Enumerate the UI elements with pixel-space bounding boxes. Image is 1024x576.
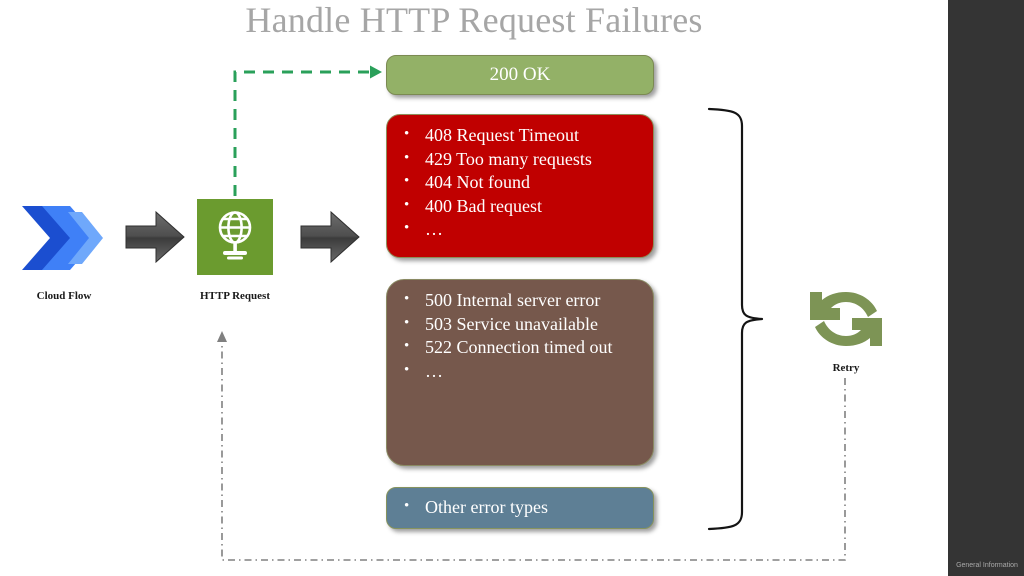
- other-errors-list: Other error types: [387, 488, 653, 520]
- side-panel-label: General Information: [956, 562, 1018, 569]
- list-item: Other error types: [404, 495, 643, 520]
- list-item: 429 Too many requests: [404, 147, 643, 172]
- list-item: 408 Request Timeout: [404, 123, 643, 148]
- gray-block-arrow-1: [125, 210, 185, 264]
- status-box-200-ok-label: 200 OK: [489, 64, 551, 85]
- list-item: 500 Internal server error: [404, 288, 643, 313]
- list-item: 400 Bad request: [404, 194, 643, 219]
- side-panel: [948, 0, 1024, 576]
- client-errors-list: 408 Request Timeout 429 Too many request…: [387, 115, 653, 242]
- list-item: 522 Connection timed out: [404, 335, 643, 360]
- http-request-icon: [197, 199, 273, 275]
- retry-caption: Retry: [832, 362, 860, 374]
- http-request-caption: HTTP Request: [200, 290, 270, 302]
- cloud-flow-caption: Cloud Flow: [36, 290, 92, 302]
- gray-block-arrow-2: [300, 210, 360, 264]
- green-dashed-success-arrow: [233, 65, 382, 196]
- client-errors-box[interactable]: 408 Request Timeout 429 Too many request…: [386, 114, 654, 258]
- retry-refresh-icon: [806, 286, 886, 352]
- list-item: …: [404, 217, 643, 242]
- server-errors-list: 500 Internal server error 503 Service un…: [387, 280, 653, 383]
- right-curly-brace: [707, 107, 764, 531]
- power-automate-flow-icon: [20, 202, 105, 274]
- status-box-200-ok[interactable]: 200 OK: [386, 55, 654, 95]
- other-errors-box[interactable]: Other error types: [386, 487, 654, 529]
- list-item: 404 Not found: [404, 170, 643, 195]
- list-item: …: [404, 359, 643, 384]
- page-title: Handle HTTP Request Failures: [245, 0, 703, 40]
- list-item: 503 Service unavailable: [404, 312, 643, 337]
- server-errors-box[interactable]: 500 Internal server error 503 Service un…: [386, 279, 654, 466]
